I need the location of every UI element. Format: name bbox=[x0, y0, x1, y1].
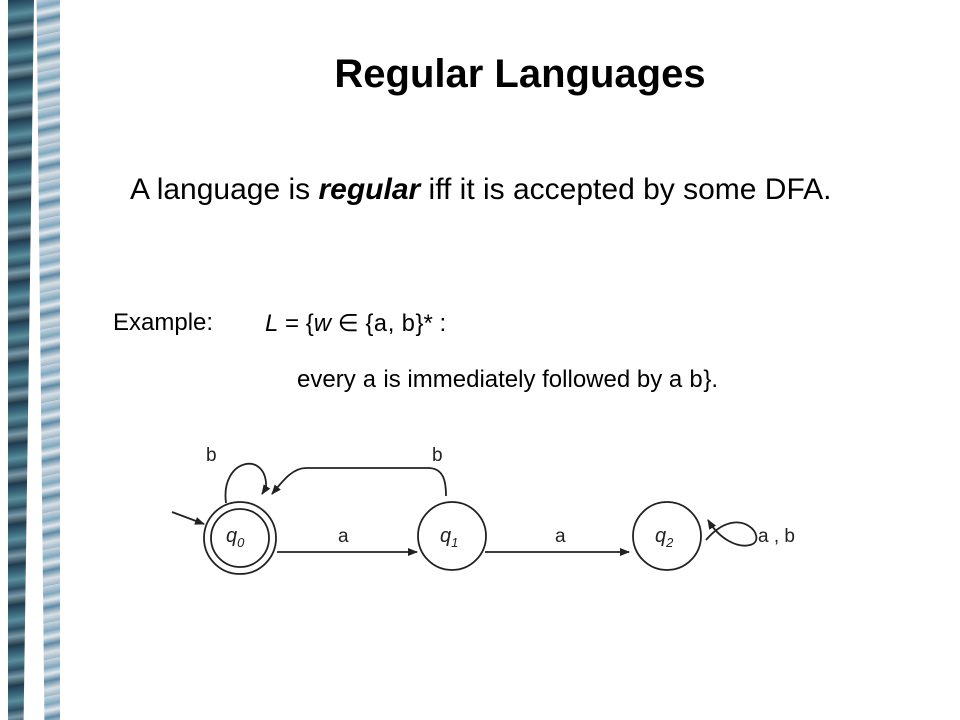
symbol-b: b bbox=[401, 312, 416, 339]
slide-title: Regular Languages bbox=[334, 52, 706, 96]
condition-end: }. bbox=[703, 366, 718, 393]
example-condition: every a is immediately followed by a b}. bbox=[297, 366, 718, 395]
state-q1-circle bbox=[417, 501, 487, 571]
q0-self-loop bbox=[224, 462, 271, 504]
state-q2-circle bbox=[632, 501, 702, 571]
q2-self-loop bbox=[705, 519, 758, 547]
state-q0-label: q0 bbox=[226, 525, 245, 550]
comma: , bbox=[387, 310, 402, 337]
state-q2-label: q2 bbox=[655, 525, 674, 550]
symbol-a: a bbox=[373, 312, 388, 339]
condition-symbol-b: b bbox=[688, 368, 704, 395]
kleene-close: }* : bbox=[415, 310, 447, 337]
condition-symbol-a: a bbox=[362, 368, 377, 395]
definition-prefix: A language is bbox=[130, 173, 319, 206]
label-q2-self: a , b bbox=[758, 526, 795, 547]
condition-middle: is immediately followed by a bbox=[376, 366, 689, 393]
state-q0-inner-circle bbox=[210, 508, 270, 568]
label-q1-to-q2: a bbox=[555, 526, 566, 547]
decorative-border-strip-right bbox=[36, 0, 60, 720]
set-name: L bbox=[265, 310, 279, 337]
definition-text: A language is regular iff it is accepted… bbox=[130, 170, 930, 210]
label-q0-self: b bbox=[206, 445, 217, 466]
condition-start: every bbox=[297, 366, 363, 393]
example-set-definition: L = {w ∈ {a, b}* : bbox=[265, 309, 446, 339]
member-symbol: ∈ { bbox=[331, 310, 374, 337]
definition-term: regular bbox=[318, 173, 421, 206]
label-q0-to-q1: a bbox=[338, 526, 349, 547]
example-label: Example: bbox=[113, 309, 214, 336]
q1-to-q0-arrow bbox=[271, 467, 447, 497]
state-q1-label: q1 bbox=[440, 525, 458, 550]
set-equals: = { bbox=[278, 310, 314, 337]
definition-suffix: iff it is accepted by some DFA. bbox=[420, 173, 832, 206]
label-q1-to-q0: b bbox=[432, 445, 443, 466]
set-variable: w bbox=[313, 310, 332, 337]
start-arrow bbox=[171, 511, 205, 525]
